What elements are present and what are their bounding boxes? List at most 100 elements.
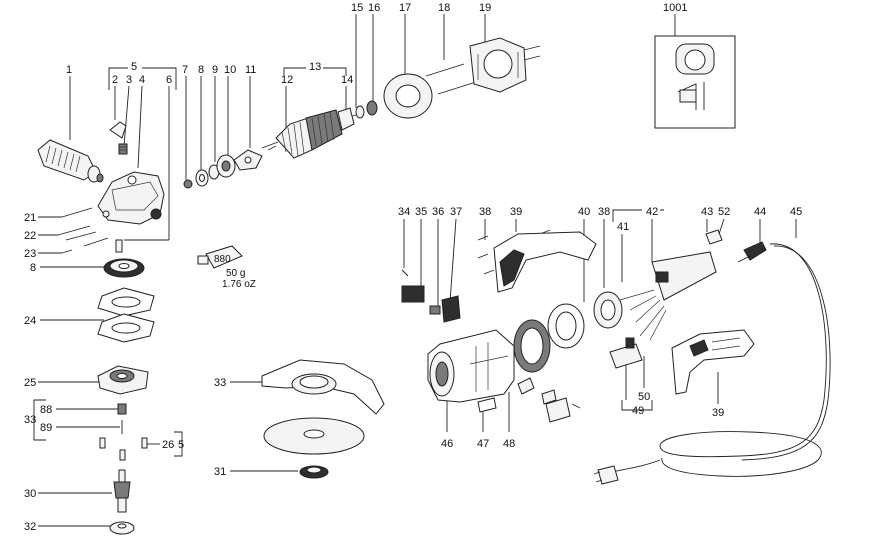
part-switch: [609, 337, 643, 369]
part-clamping-nut: [299, 465, 329, 479]
callout-40: 40: [578, 206, 590, 218]
part-stator-ring: [513, 319, 551, 373]
callout-7: 7: [182, 64, 188, 76]
callout-9: 9: [212, 64, 218, 76]
part-flange-screws: [99, 437, 148, 461]
callout-25: 25: [24, 377, 36, 389]
part-switch-plate: [401, 285, 425, 303]
callout-6: 6: [166, 74, 172, 86]
part-motor-housing: [427, 329, 515, 403]
part-handle-shell-lower: [671, 329, 755, 395]
part-spindle-lock-lever: [109, 121, 127, 139]
callout-89: 89: [40, 422, 52, 434]
callout-39-top: 39: [510, 206, 522, 218]
part-bushing: [117, 403, 127, 415]
callout-36: 36: [432, 206, 444, 218]
callout-42: 42: [646, 206, 658, 218]
part-fan-baffle: [383, 73, 433, 119]
callout-47: 47: [477, 438, 489, 450]
callout-3: 3: [126, 74, 132, 86]
callout-38-right: 38: [598, 206, 610, 218]
part-switch-spring: [429, 305, 441, 315]
inset-wiring-detail: [654, 35, 736, 129]
callout-16: 16: [368, 2, 380, 14]
part-cable-clamp: [705, 229, 723, 245]
callout-8: 8: [30, 262, 36, 274]
part-gear-housing: [97, 171, 165, 225]
callout-12: 12: [281, 74, 293, 86]
part-electronic-module: [619, 251, 717, 341]
part-cable-guide: [517, 377, 535, 395]
leader-lines: [33, 14, 797, 527]
callout-33: 33: [214, 377, 226, 389]
callout-17: 17: [399, 2, 411, 14]
part-spacer: [541, 389, 557, 405]
part-bearing: [216, 154, 236, 178]
callout-32: 32: [24, 521, 36, 533]
callout-10: 10: [224, 64, 236, 76]
callout-43: 43: [701, 206, 713, 218]
callout-5: 5: [131, 61, 137, 73]
part-field-screws: [425, 63, 477, 95]
callout-8-top: 8: [198, 64, 204, 76]
callout-49: 49: [632, 405, 644, 417]
part-rubber-ring: [366, 100, 378, 116]
callout-22: 22: [24, 230, 36, 242]
callout-46: 46: [441, 438, 453, 450]
callout-14: 14: [341, 74, 353, 86]
part-spring: [118, 143, 128, 155]
part-pin: [115, 239, 123, 253]
part-power-cable: [593, 243, 831, 485]
part-armature-bearing: [355, 105, 365, 119]
callout-33-left: 33: [24, 414, 36, 426]
part-handle-screws: [477, 229, 551, 275]
part-armature: [261, 107, 361, 159]
callout-19: 19: [479, 2, 491, 14]
callout-30: 30: [24, 488, 36, 500]
part-field-coil: [469, 37, 541, 93]
part-screw-34: [401, 269, 409, 277]
callout-34: 34: [398, 206, 410, 218]
part-circlip: [183, 179, 193, 189]
part-motor-cap: [547, 303, 585, 349]
callout-26: 26: [162, 439, 174, 451]
callout-35: 35: [415, 206, 427, 218]
part-bearing-small: [195, 169, 209, 187]
callout-21: 21: [24, 212, 36, 224]
callout-1001: 1001: [663, 2, 687, 14]
callout-45: 45: [790, 206, 802, 218]
callout-37: 37: [450, 206, 462, 218]
part-type-label: [477, 397, 497, 413]
grease-weight-oz: 1.76 oZ: [222, 279, 256, 290]
callout-5-lower: 5: [178, 439, 184, 451]
part-brush-holder: [593, 291, 623, 329]
callout-23: 23: [24, 248, 36, 260]
part-wheel-guard: [261, 359, 385, 415]
callout-4: 4: [139, 74, 145, 86]
callout-52: 52: [718, 206, 730, 218]
callout-11: 11: [245, 64, 256, 76]
callout-24: 24: [24, 315, 36, 327]
callout-2: 2: [112, 74, 118, 86]
callout-38: 38: [479, 206, 491, 218]
callout-44: 44: [754, 206, 766, 218]
part-spindle: [113, 469, 131, 513]
callout-88: 88: [40, 404, 52, 416]
callout-13: 13: [309, 61, 321, 73]
part-bearing-flange: [97, 365, 149, 395]
part-switch-slider: [441, 295, 461, 323]
part-grease-tube: 880 50 g 1.76 oZ: [197, 245, 256, 290]
part-bevel-pinion: [233, 149, 263, 171]
part-flange-gaskets: [97, 287, 155, 343]
callout-41: 41: [617, 221, 629, 233]
grease-tube-label: 880: [214, 254, 231, 265]
callout-numbers: 1 2 3 4 5 6 7 8 9 10 11 12 13 14 15 16 1…: [24, 2, 802, 533]
part-support-flange: [109, 521, 135, 535]
callout-1: 1: [66, 64, 72, 76]
callout-18: 18: [438, 2, 450, 14]
part-handle-shell-upper: [493, 231, 597, 293]
part-housing-screws: [57, 207, 109, 254]
callout-15: 15: [351, 2, 363, 14]
callout-39: 39: [712, 407, 724, 419]
